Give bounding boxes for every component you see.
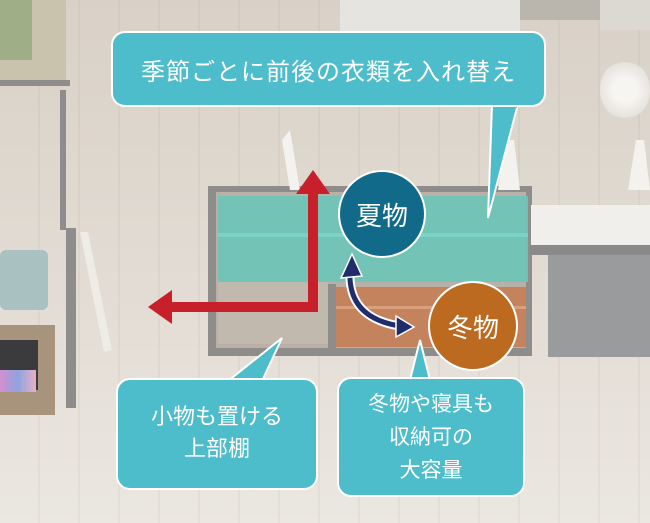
- chair: [0, 250, 48, 310]
- bed-pillow: [520, 0, 600, 20]
- wall-segment: [66, 228, 76, 408]
- callout-seasonal-swap-text: 季節ごとに前後の衣類を入れ替え: [141, 57, 516, 86]
- wall-segment: [0, 80, 70, 86]
- callout-large-capacity: 冬物や寝具も 収納可の 大容量: [337, 377, 525, 497]
- summer-clothes-badge: 夏物: [338, 170, 426, 258]
- laptop-screen: [0, 370, 36, 392]
- white-desk: [531, 205, 650, 245]
- closet-wall-left: [208, 186, 216, 356]
- lace-lamp: [600, 60, 650, 120]
- summer-clothes-label: 夏物: [355, 201, 408, 232]
- callout-large-capacity-text: 冬物や寝具も 収納可の 大容量: [368, 391, 494, 482]
- green-rug: [0, 0, 32, 60]
- bed: [340, 0, 520, 34]
- callout-seasonal-swap: 季節ごとに前後の衣類を入れ替え: [111, 31, 546, 107]
- closet-wall-right: [526, 186, 532, 356]
- upper-shelf-area: [218, 282, 328, 344]
- winter-clothes-label: 冬物: [446, 313, 499, 344]
- closet-wall-bottom: [208, 348, 532, 356]
- closet-partition: [328, 284, 336, 350]
- cabinet-frame: [530, 245, 650, 255]
- winter-clothes-badge: 冬物: [428, 281, 518, 371]
- callout-upper-shelf: 小物も置ける 上部棚: [116, 378, 318, 490]
- callout-upper-shelf-text: 小物も置ける 上部棚: [150, 405, 283, 462]
- bed-edge: [600, 0, 650, 30]
- gray-cabinet: [548, 255, 650, 357]
- wall-segment: [60, 90, 66, 230]
